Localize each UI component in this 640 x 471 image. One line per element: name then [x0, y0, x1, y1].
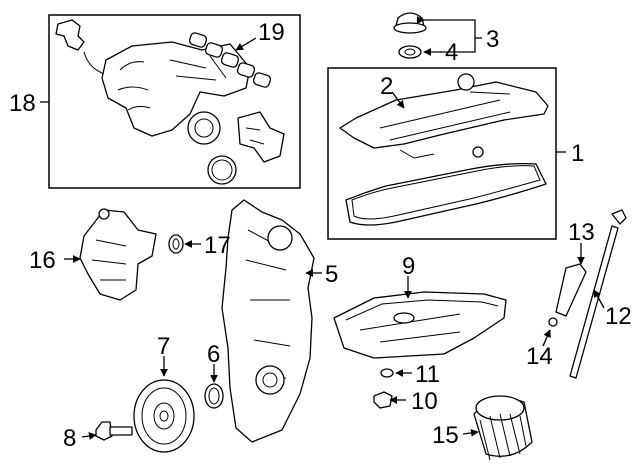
water-pump: [79, 208, 157, 301]
valve-cover-group-box: [327, 67, 557, 240]
callout-labels: 1 2 3 4 5 6 7 8 9 10 11 12 13 14 15 16 1…: [9, 19, 632, 452]
leader-lines: [40, 16, 605, 440]
callout-14: 14: [526, 343, 553, 370]
callout-4: 4: [445, 39, 458, 66]
valve-cover: [339, 73, 549, 226]
oil-dipstick: [548, 209, 627, 379]
callout-17: 17: [204, 232, 231, 259]
pulley-bolt: [95, 421, 133, 441]
front-crank-seal: [204, 383, 224, 409]
timing-cover: [221, 199, 315, 443]
callout-9: 9: [402, 253, 415, 280]
callout-2: 2: [380, 73, 393, 100]
callout-6: 6: [207, 341, 220, 368]
callout-13: 13: [568, 219, 595, 246]
callout-8: 8: [63, 425, 76, 452]
callout-16: 16: [29, 247, 56, 274]
callout-15: 15: [432, 422, 459, 449]
callout-19: 19: [258, 19, 285, 46]
oil-pan: [333, 291, 507, 359]
callout-11: 11: [415, 361, 440, 388]
intake-gaskets: [188, 32, 272, 88]
intake-manifold: [55, 19, 285, 185]
callout-7: 7: [157, 333, 170, 360]
seal-17: [168, 234, 184, 254]
callout-12: 12: [605, 303, 632, 330]
drain-plug: [373, 368, 394, 409]
callout-1: 1: [571, 140, 584, 167]
callout-5: 5: [325, 261, 338, 288]
oil-filter: [473, 395, 533, 461]
callout-10: 10: [411, 388, 438, 415]
callout-18: 18: [9, 90, 36, 117]
callout-3: 3: [486, 26, 499, 53]
crank-pulley: [133, 379, 195, 453]
